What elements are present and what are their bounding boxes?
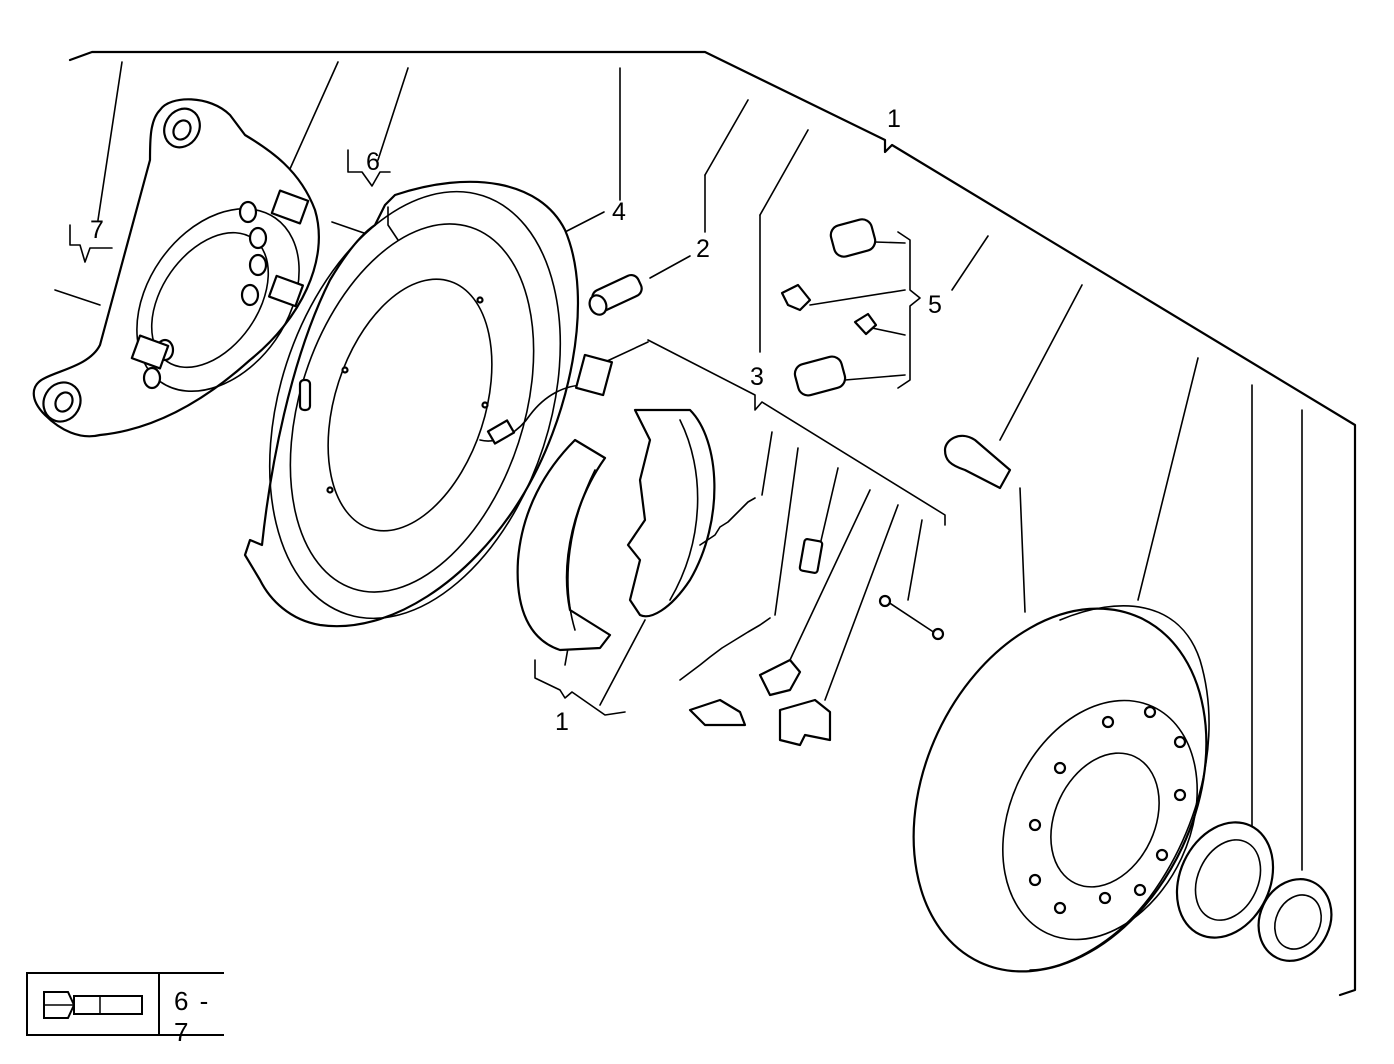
callout-1-shoes: 1 [555,708,569,736]
legend-divider [158,974,160,1034]
assembly-bracket-lines [68,50,1357,997]
callout-3: 3 [750,363,764,391]
brake-disc-rotor [912,605,1210,973]
callout-1-top: 1 [887,105,901,133]
steering-knuckle-flange [32,98,320,438]
adjuster-bolt [588,273,643,316]
brake-shoe-right [626,408,716,618]
leader-lines [54,61,1303,871]
wheel-stud [943,434,1012,490]
brake-backing-plate [243,180,580,628]
legend-reference: 6 - 7 [174,986,211,1047]
brake-shoe-left [516,438,612,652]
callout-2: 2 [696,235,710,263]
legend-box: 6 - 7 [26,972,224,1047]
bolt-icon [43,991,143,1019]
callout-4: 4 [612,198,626,226]
sensor-wire [479,353,614,445]
callout-6: 6 [366,148,380,176]
caps-and-plugs [780,218,878,397]
brake-hardware [679,497,945,747]
callout-5: 5 [928,291,942,319]
hub-bearing [1257,878,1333,962]
callout-7: 7 [90,216,104,244]
